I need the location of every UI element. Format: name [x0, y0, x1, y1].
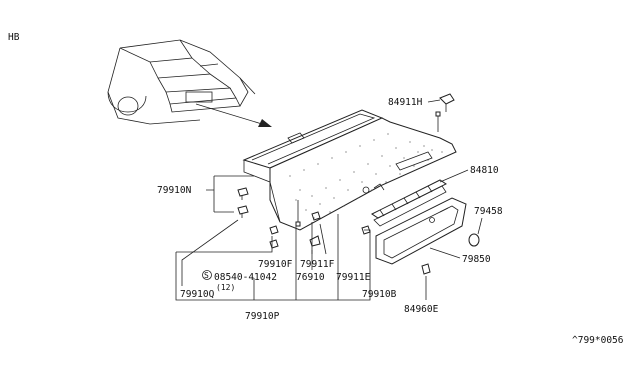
label-79910P: 79910P — [245, 311, 280, 322]
label-79910F: 79910F — [258, 259, 293, 270]
clip-84911H — [435, 93, 455, 132]
label-84810: 84810 — [470, 165, 499, 176]
bolt-symbol-icon — [202, 270, 212, 280]
label-79911E: 79911E — [336, 272, 371, 283]
vehicle-rear-view — [107, 39, 256, 125]
label-08540-qty: (12) — [216, 283, 235, 292]
bracket-84810 — [371, 179, 447, 227]
pointer-arrow — [195, 103, 272, 127]
model-tag: HB — [8, 32, 20, 43]
label-79850: 79850 — [462, 254, 491, 265]
label-79911F: 79911F — [300, 259, 335, 270]
parcel-shelf-trim — [242, 109, 457, 231]
label-79910Q: 79910Q — [180, 289, 215, 300]
label-84960E: 84960E — [404, 304, 439, 315]
label-76910: 76910 — [296, 272, 325, 283]
clip-79910N — [237, 187, 249, 218]
bolt-symbol-glyph: S — [204, 271, 209, 280]
cap-79458 — [468, 233, 480, 247]
finisher-79850 — [375, 197, 467, 265]
label-79910B: 79910B — [362, 289, 397, 300]
label-84911H: 84911H — [388, 97, 423, 108]
diagram-code: ^799*0056 — [572, 335, 624, 346]
label-79910N: 79910N — [157, 185, 192, 196]
label-08540-41042: 08540-41042 — [214, 272, 277, 283]
label-79458: 79458 — [474, 206, 503, 217]
